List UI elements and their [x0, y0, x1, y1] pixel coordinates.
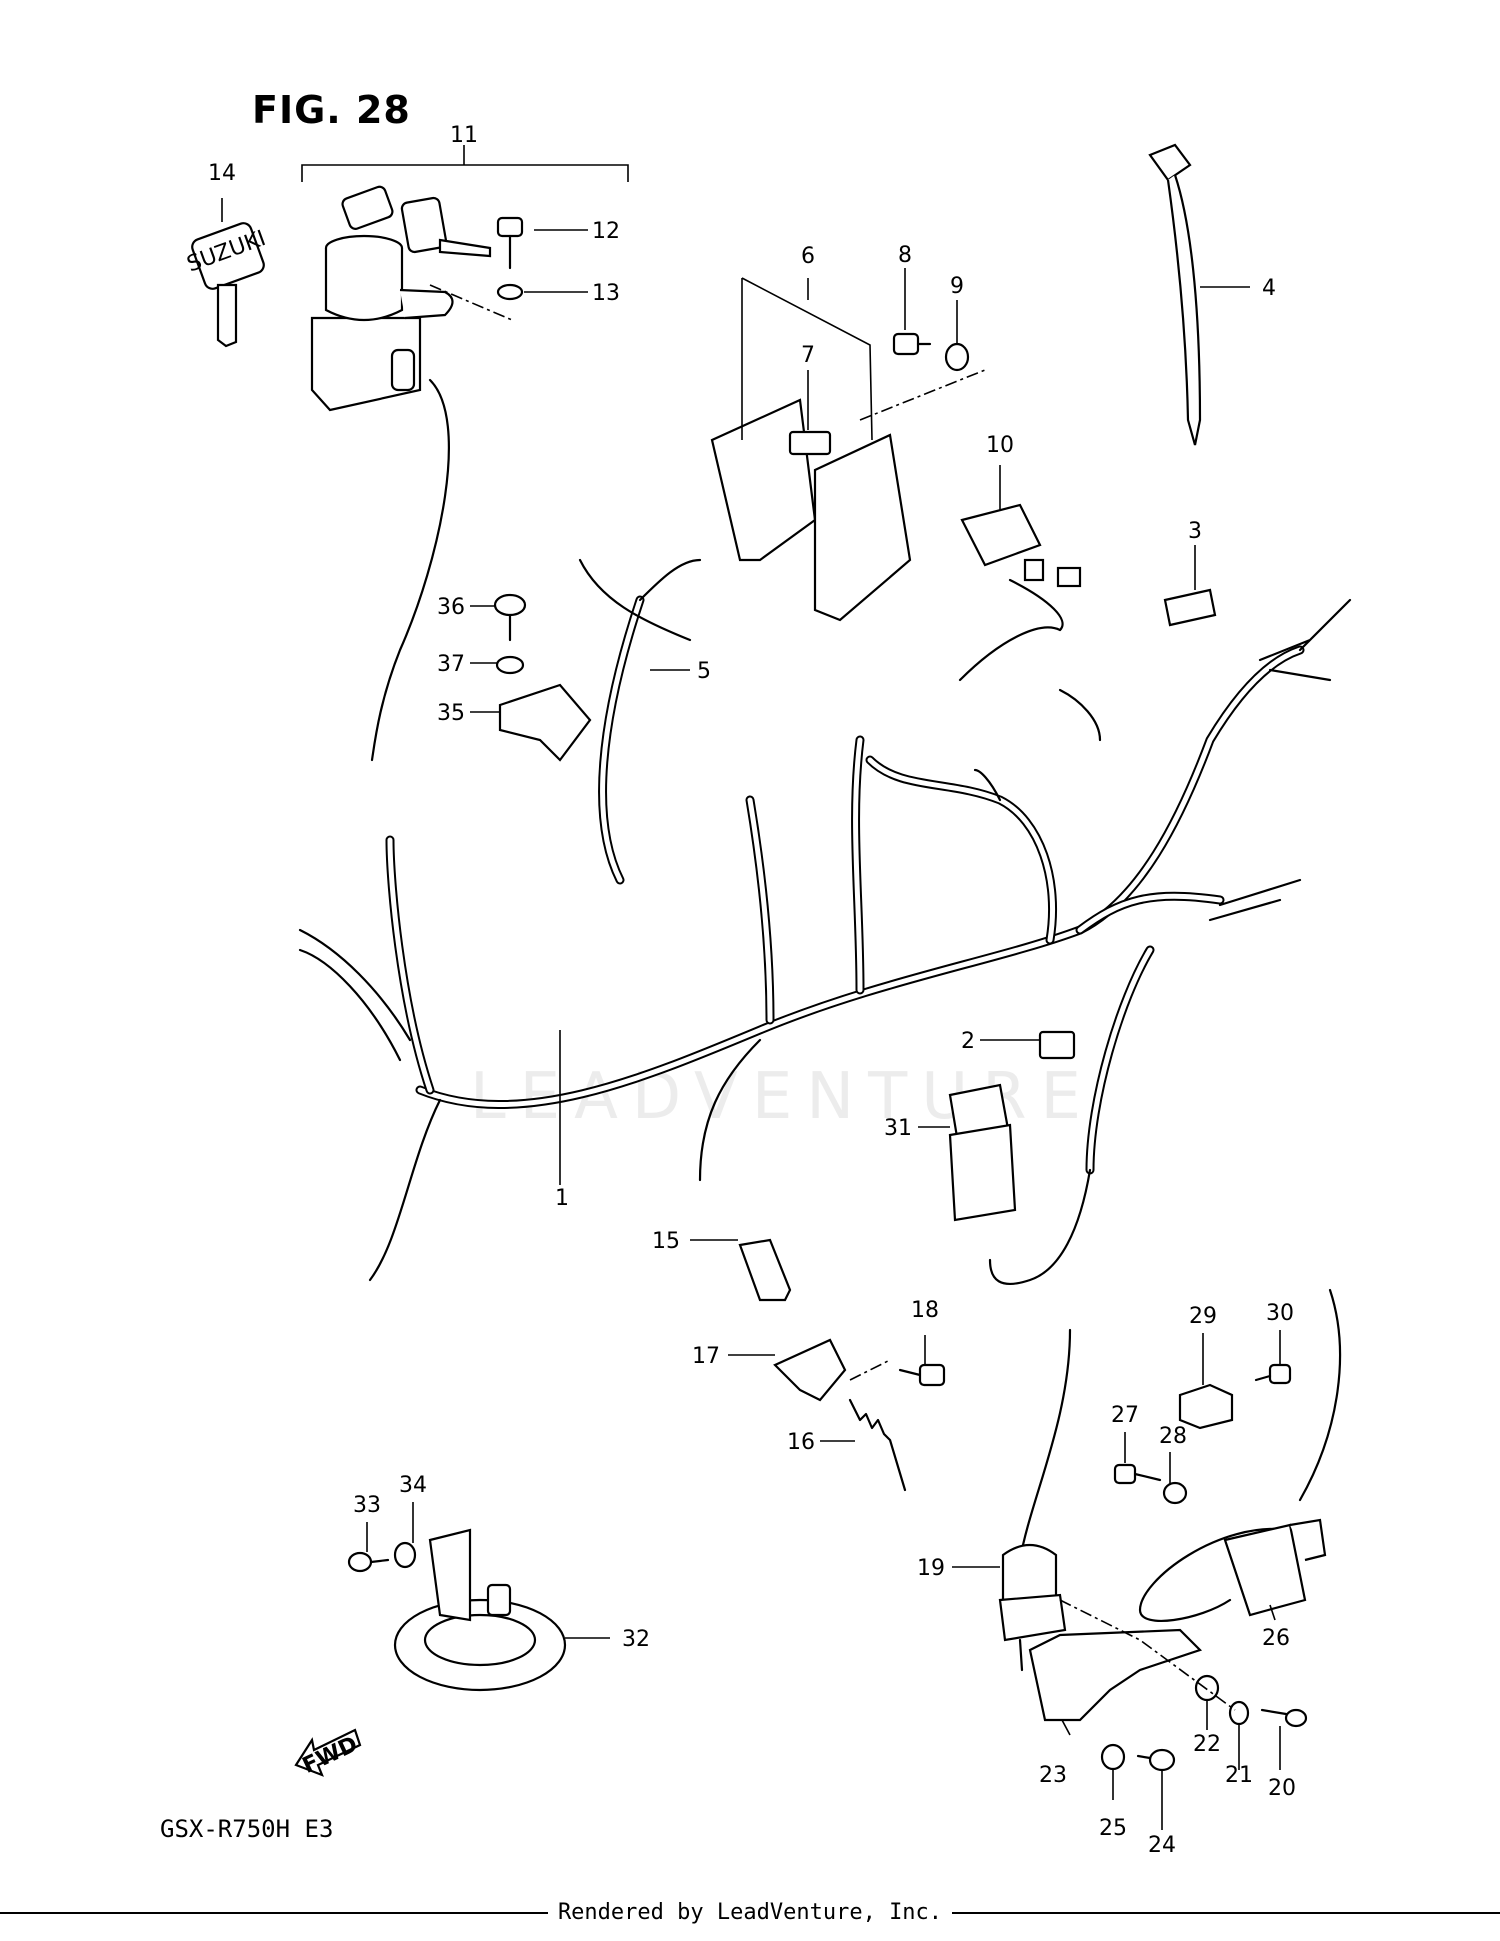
- washer-34: [393, 1541, 417, 1569]
- washer-13: [496, 283, 524, 301]
- callout-9: 9: [950, 274, 964, 299]
- fwd-label: FWD: [299, 1732, 362, 1779]
- callout-26: 26: [1262, 1626, 1290, 1651]
- relay-31: [948, 1083, 1017, 1222]
- fuse-box: [710, 398, 912, 622]
- screw-27: [1113, 1463, 1162, 1485]
- callout-8: 8: [898, 243, 912, 268]
- callout-6: 6: [801, 244, 815, 269]
- callout-3: 3: [1188, 519, 1202, 544]
- wiring-harness: [385, 595, 1305, 1175]
- screw-8: [892, 332, 932, 356]
- callout-34: 34: [399, 1473, 427, 1498]
- callout-2: 2: [961, 1029, 975, 1054]
- callout-36: 36: [437, 595, 465, 620]
- cable-tie: [1148, 143, 1202, 446]
- washer-21: [1228, 1700, 1250, 1726]
- footer-text: Rendered by LeadVenture, Inc.: [547, 1900, 953, 1925]
- callout-numbers: 1 2 3 4 5 6 7 8 9 10 11 12 13 14 15 16 1…: [208, 123, 1296, 1858]
- ignition-key-pair: [341, 185, 492, 258]
- callout-31: 31: [884, 1116, 912, 1141]
- callout-4: 4: [1262, 276, 1276, 301]
- callout-24: 24: [1148, 1833, 1176, 1858]
- screw-20: [1260, 1708, 1308, 1728]
- callout-27: 27: [1111, 1403, 1139, 1428]
- bolt-18: [898, 1363, 946, 1387]
- callout-30: 30: [1266, 1301, 1294, 1326]
- brake-switch-15: [738, 1238, 792, 1302]
- callout-35: 35: [437, 701, 465, 726]
- clamp-35: [498, 683, 592, 762]
- switch-19: [998, 1543, 1067, 1672]
- clamp-3: [1163, 588, 1217, 627]
- callout-13: 13: [592, 281, 620, 306]
- callout-14: 14: [208, 161, 236, 186]
- figure-title: FIG. 28: [252, 88, 411, 132]
- spring-16: [848, 1398, 907, 1492]
- screw-30: [1254, 1363, 1292, 1385]
- screw-24: [1136, 1748, 1176, 1772]
- connector-2: [1038, 1030, 1076, 1060]
- bracket-23: [1028, 1628, 1203, 1722]
- ignition-switch: [310, 234, 454, 412]
- callout-23: 23: [1039, 1763, 1067, 1788]
- callout-17: 17: [692, 1344, 720, 1369]
- starter-relay: [960, 503, 1082, 588]
- switch-26: [1223, 1518, 1327, 1617]
- callout-10: 10: [986, 433, 1014, 458]
- callout-37: 37: [437, 652, 465, 677]
- callout-16: 16: [787, 1430, 815, 1455]
- callout-1: 1: [555, 1186, 569, 1211]
- callout-5: 5: [697, 659, 711, 684]
- callout-12: 12: [592, 219, 620, 244]
- washer-37: [495, 655, 525, 675]
- spare-key: SUZUKI: [184, 222, 269, 348]
- horn-32: [393, 1528, 567, 1692]
- washer-22: [1194, 1674, 1220, 1702]
- screw-36: [493, 593, 527, 642]
- clamp-29: [1178, 1383, 1234, 1430]
- callout-19: 19: [917, 1556, 945, 1581]
- callout-22: 22: [1193, 1732, 1221, 1757]
- bracket-17: [773, 1338, 847, 1402]
- callout-28: 28: [1159, 1424, 1187, 1449]
- leader-lines: [221, 198, 1281, 1830]
- washer-25: [1100, 1743, 1126, 1771]
- screw-12: [496, 216, 524, 270]
- callout-32: 32: [622, 1627, 650, 1652]
- washer-28: [1162, 1481, 1188, 1505]
- callout-15: 15: [652, 1229, 680, 1254]
- callout-25: 25: [1099, 1816, 1127, 1841]
- footer: Rendered by LeadVenture, Inc.: [0, 1900, 1500, 1925]
- fwd-arrow: FWD: [294, 1728, 362, 1779]
- model-code: GSX-R750H E3: [160, 1815, 334, 1843]
- callout-20: 20: [1268, 1776, 1296, 1801]
- callout-29: 29: [1189, 1304, 1217, 1329]
- thin-wires: [298, 378, 1352, 1622]
- callout-21: 21: [1225, 1763, 1253, 1788]
- callout-18: 18: [911, 1298, 939, 1323]
- screw-33: [347, 1551, 390, 1573]
- callout-33: 33: [353, 1493, 381, 1518]
- callout-11: 11: [450, 123, 478, 148]
- callout-7: 7: [801, 343, 815, 368]
- washer-9: [944, 342, 970, 372]
